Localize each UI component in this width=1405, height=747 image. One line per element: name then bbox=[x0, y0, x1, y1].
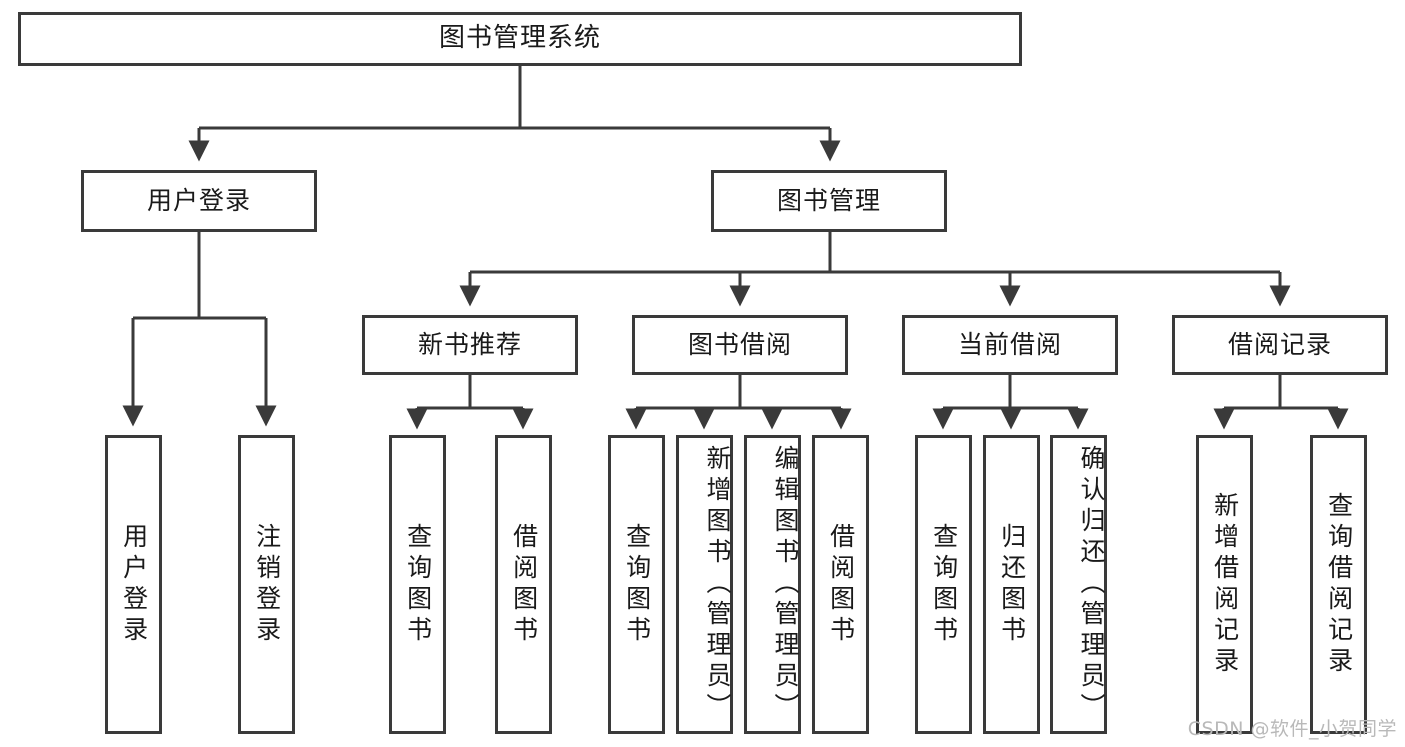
leaf-book-borrow-query-book[interactable]: 查询图书 bbox=[608, 435, 665, 734]
node-label: 编辑图书（管理员） bbox=[771, 445, 800, 724]
node-current-borrow[interactable]: 当前借阅 bbox=[902, 315, 1118, 375]
leaf-current-borrow-return-book[interactable]: 归还图书 bbox=[983, 435, 1040, 734]
node-user-login[interactable]: 用户登录 bbox=[81, 170, 317, 232]
node-borrow-record[interactable]: 借阅记录 bbox=[1172, 315, 1388, 375]
node-label: 用户登录 bbox=[119, 522, 149, 647]
leaf-user-login-logout[interactable]: 注销登录 bbox=[238, 435, 295, 734]
node-label: 借阅图书 bbox=[509, 522, 539, 647]
node-label: 注销登录 bbox=[252, 522, 282, 647]
node-label: 新增图书（管理员） bbox=[703, 445, 732, 724]
node-label: 图书管理 bbox=[776, 186, 881, 215]
node-label: 用户登录 bbox=[146, 186, 251, 215]
leaf-new-book-query-book[interactable]: 查询图书 bbox=[389, 435, 446, 734]
node-label: 确认归还（管理员） bbox=[1077, 445, 1106, 724]
leaf-new-book-borrow-book[interactable]: 借阅图书 bbox=[495, 435, 552, 734]
leaf-current-borrow-query-book[interactable]: 查询图书 bbox=[915, 435, 972, 734]
node-label: 图书借阅 bbox=[687, 330, 792, 359]
leaf-user-login-login[interactable]: 用户登录 bbox=[105, 435, 162, 734]
node-book-borrow[interactable]: 图书借阅 bbox=[632, 315, 848, 375]
node-label: 查询图书 bbox=[403, 522, 433, 647]
node-label: 新增借阅记录 bbox=[1210, 491, 1240, 678]
leaf-book-borrow-add-book-admin[interactable]: 新增图书（管理员） bbox=[676, 435, 733, 734]
leaf-borrow-record-query-record[interactable]: 查询借阅记录 bbox=[1310, 435, 1367, 734]
node-label: 新书推荐 bbox=[417, 330, 522, 359]
node-label: 查询图书 bbox=[622, 522, 652, 647]
node-book-management[interactable]: 图书管理 bbox=[711, 170, 947, 232]
node-new-book-recommend[interactable]: 新书推荐 bbox=[362, 315, 578, 375]
leaf-book-borrow-borrow-book[interactable]: 借阅图书 bbox=[812, 435, 869, 734]
leaf-borrow-record-add-record[interactable]: 新增借阅记录 bbox=[1196, 435, 1253, 734]
node-label: 归还图书 bbox=[997, 522, 1027, 647]
watermark-csdn: CSDN @软件_小贺同学 bbox=[1187, 718, 1397, 740]
node-root-book-management-system[interactable]: 图书管理系统 bbox=[18, 12, 1022, 66]
node-label: 查询图书 bbox=[929, 522, 959, 647]
node-label: 借阅图书 bbox=[826, 522, 856, 647]
node-label: 查询借阅记录 bbox=[1324, 491, 1354, 678]
leaf-current-borrow-confirm-return-admin[interactable]: 确认归还（管理员） bbox=[1050, 435, 1107, 734]
node-label: 图书管理系统 bbox=[438, 23, 601, 54]
node-label: 当前借阅 bbox=[957, 330, 1062, 359]
node-label: 借阅记录 bbox=[1227, 330, 1332, 359]
leaf-book-borrow-edit-book-admin[interactable]: 编辑图书（管理员） bbox=[744, 435, 801, 734]
